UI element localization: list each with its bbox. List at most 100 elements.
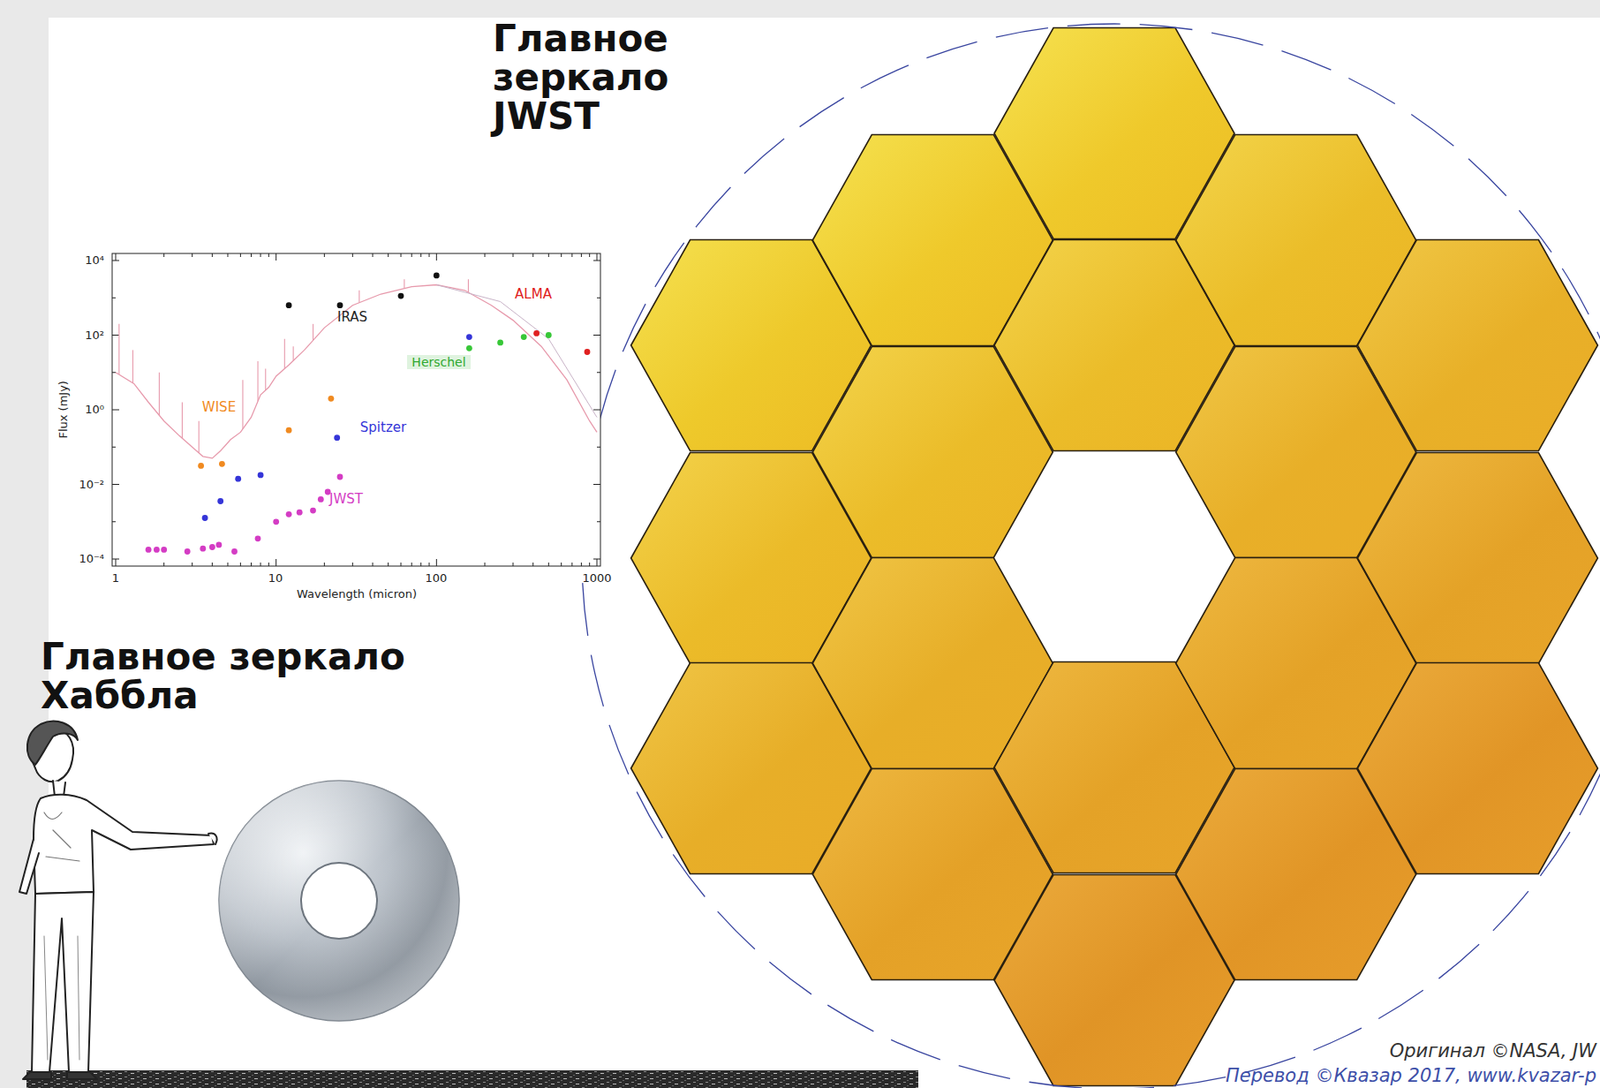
tick xyxy=(484,253,486,257)
tick xyxy=(275,253,277,261)
tick xyxy=(571,562,573,567)
data-point xyxy=(255,535,262,542)
axis-tick-label: 10⁻² xyxy=(78,478,105,491)
tick xyxy=(112,483,120,485)
tick xyxy=(112,558,120,560)
axis-tick-label: 10² xyxy=(84,329,105,342)
tick xyxy=(191,253,193,257)
series-label: JWST xyxy=(329,492,363,507)
data-point xyxy=(197,462,204,469)
model-curve xyxy=(436,285,597,418)
tick xyxy=(112,334,120,336)
tick xyxy=(112,371,116,373)
data-point xyxy=(153,546,160,553)
data-point xyxy=(218,460,226,468)
emission-line xyxy=(312,324,314,341)
tick xyxy=(420,562,422,567)
tick xyxy=(593,558,601,560)
tick xyxy=(324,562,325,567)
tick xyxy=(588,562,590,567)
tick xyxy=(411,562,413,567)
plot-frame xyxy=(112,253,601,567)
emission-line xyxy=(132,349,134,383)
axis-tick-label: 1000 xyxy=(581,572,612,585)
series-label: Herschel xyxy=(407,354,470,370)
data-point xyxy=(286,427,293,434)
series-label: Spitzer xyxy=(360,421,407,436)
data-point xyxy=(317,496,325,503)
data-point xyxy=(337,301,344,309)
tick xyxy=(560,253,562,257)
data-point xyxy=(184,548,191,555)
tick xyxy=(112,297,116,299)
tick xyxy=(596,558,598,567)
tick xyxy=(163,562,165,567)
tick xyxy=(372,562,374,567)
tick xyxy=(352,562,354,567)
tick xyxy=(400,253,402,257)
emission-line xyxy=(467,279,469,293)
tick xyxy=(163,253,165,257)
tick xyxy=(211,253,213,257)
emission-line xyxy=(284,339,286,370)
panel xyxy=(48,17,1600,1088)
mirror-segment xyxy=(1357,452,1598,665)
tick xyxy=(581,562,582,567)
tick xyxy=(112,260,120,262)
tick xyxy=(429,562,431,567)
tick xyxy=(593,334,601,336)
data-point xyxy=(286,301,293,309)
tick xyxy=(324,253,325,257)
emission-line xyxy=(118,324,120,375)
tick xyxy=(484,562,486,567)
emission-line xyxy=(241,379,243,430)
tick xyxy=(436,558,438,567)
axis-tick-label: 10 xyxy=(268,572,284,585)
data-point xyxy=(234,475,242,483)
tick xyxy=(250,253,252,257)
mirror-segment xyxy=(1357,663,1598,875)
tick xyxy=(268,253,270,257)
tick xyxy=(411,253,413,257)
axis-title: Flux (mJy) xyxy=(57,380,70,439)
tick xyxy=(352,253,354,257)
tick xyxy=(260,253,262,257)
tick xyxy=(240,562,242,567)
mirror-segment xyxy=(1357,240,1598,452)
tick xyxy=(548,562,550,567)
tick xyxy=(226,253,228,257)
tick xyxy=(560,562,562,567)
data-point xyxy=(160,546,167,553)
emission-line xyxy=(198,421,200,453)
tick xyxy=(191,562,193,567)
data-point xyxy=(217,498,224,505)
tick xyxy=(571,253,573,257)
tick xyxy=(596,446,601,448)
data-point xyxy=(433,272,440,280)
tick xyxy=(593,260,601,262)
mirror-title: Главное зеркало JWST xyxy=(492,19,679,136)
data-point xyxy=(231,548,238,555)
series-label: ALMA xyxy=(514,287,552,302)
data-point xyxy=(337,474,344,481)
tick xyxy=(112,520,116,522)
emission-line xyxy=(358,290,360,303)
tick xyxy=(593,483,601,485)
hubble-mirror xyxy=(218,780,460,1021)
emission-line xyxy=(181,402,183,439)
tick xyxy=(532,253,534,257)
data-point xyxy=(309,507,317,514)
axis-tick-label: 10⁴ xyxy=(84,254,105,267)
data-point xyxy=(545,332,552,339)
jwst-mirror xyxy=(631,28,1599,1087)
data-point xyxy=(497,339,504,347)
axis-tick-label: 10⁻⁴ xyxy=(78,552,105,566)
data-point xyxy=(328,395,335,402)
model-curve xyxy=(115,285,597,459)
data-point xyxy=(145,546,152,553)
credit-note: Перевод ©Квазар 2017, www.kvazar-p xyxy=(1225,1065,1597,1086)
axis-title: Wavelength (micron) xyxy=(296,588,417,601)
data-point xyxy=(257,472,265,479)
data-point xyxy=(520,333,528,340)
